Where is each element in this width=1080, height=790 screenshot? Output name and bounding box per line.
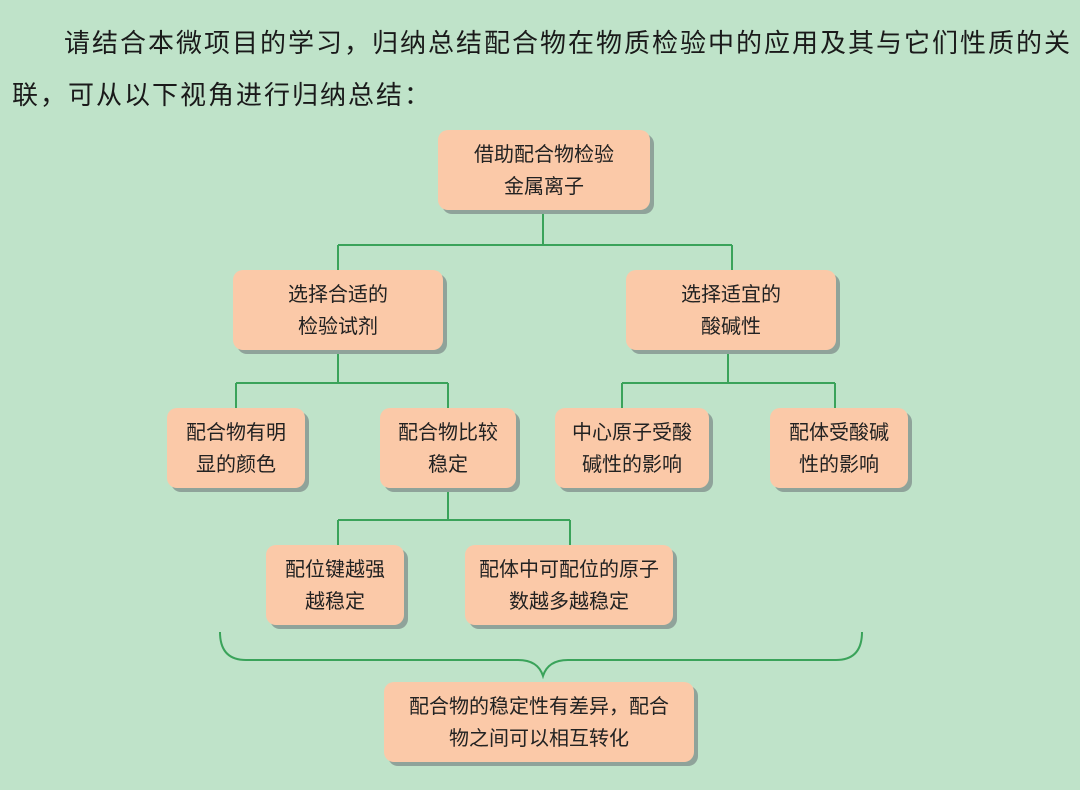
- node-stability-line2: 稳定: [428, 452, 468, 476]
- intro-paragraph: 请结合本微项目的学习，归纳总结配合物在物质检验中的应用及其与它们性质的关联，可从…: [12, 29, 1073, 111]
- node-select-acidity: 选择适宜的 酸碱性: [626, 270, 836, 350]
- curly-brace: [219, 631, 863, 680]
- connector-reagent: [235, 352, 449, 410]
- node-obvious-color-line1: 配合物有明: [186, 420, 286, 444]
- node-bond-strength-line1: 配位键越强: [285, 557, 385, 581]
- node-bond-strength: 配位键越强 越稳定: [266, 545, 404, 625]
- node-center-atom-line2: 碱性的影响: [582, 452, 682, 476]
- connector-stability: [337, 488, 571, 547]
- node-select-acidity-line1: 选择适宜的: [681, 282, 781, 306]
- node-select-acidity-line2: 酸碱性: [701, 314, 761, 338]
- node-select-reagent-line2: 检验试剂: [298, 314, 378, 338]
- node-ligand: 配体受酸碱 性的影响: [770, 408, 908, 488]
- node-select-reagent: 选择合适的 检验试剂: [233, 270, 443, 350]
- node-coordinating-atoms-line1: 配体中可配位的原子: [479, 557, 659, 581]
- node-root-line2: 金属离子: [504, 174, 584, 198]
- connector-root: [337, 212, 733, 272]
- node-ligand-line2: 性的影响: [799, 452, 879, 476]
- node-obvious-color-line2: 显的颜色: [196, 452, 276, 476]
- node-conclusion-line2: 物之间可以相互转化: [449, 726, 629, 750]
- node-bond-strength-line2: 越稳定: [305, 589, 365, 613]
- node-stability-line1: 配合物比较: [398, 420, 498, 444]
- node-conclusion-line1: 配合物的稳定性有差异，配合: [409, 694, 669, 718]
- node-obvious-color: 配合物有明 显的颜色: [167, 408, 305, 488]
- node-coordinating-atoms-line2: 数越多越稳定: [509, 589, 629, 613]
- node-root: 借助配合物检验 金属离子: [438, 130, 650, 210]
- node-select-reagent-line1: 选择合适的: [288, 282, 388, 306]
- node-coordinating-atoms: 配体中可配位的原子 数越多越稳定: [465, 545, 673, 625]
- node-center-atom: 中心原子受酸 碱性的影响: [555, 408, 709, 488]
- node-stability: 配合物比较 稳定: [380, 408, 516, 488]
- node-center-atom-line1: 中心原子受酸: [572, 420, 692, 444]
- node-root-line1: 借助配合物检验: [474, 142, 614, 166]
- node-ligand-line1: 配体受酸碱: [789, 420, 889, 444]
- connector-acidity: [621, 352, 836, 410]
- node-conclusion: 配合物的稳定性有差异，配合 物之间可以相互转化: [384, 682, 694, 762]
